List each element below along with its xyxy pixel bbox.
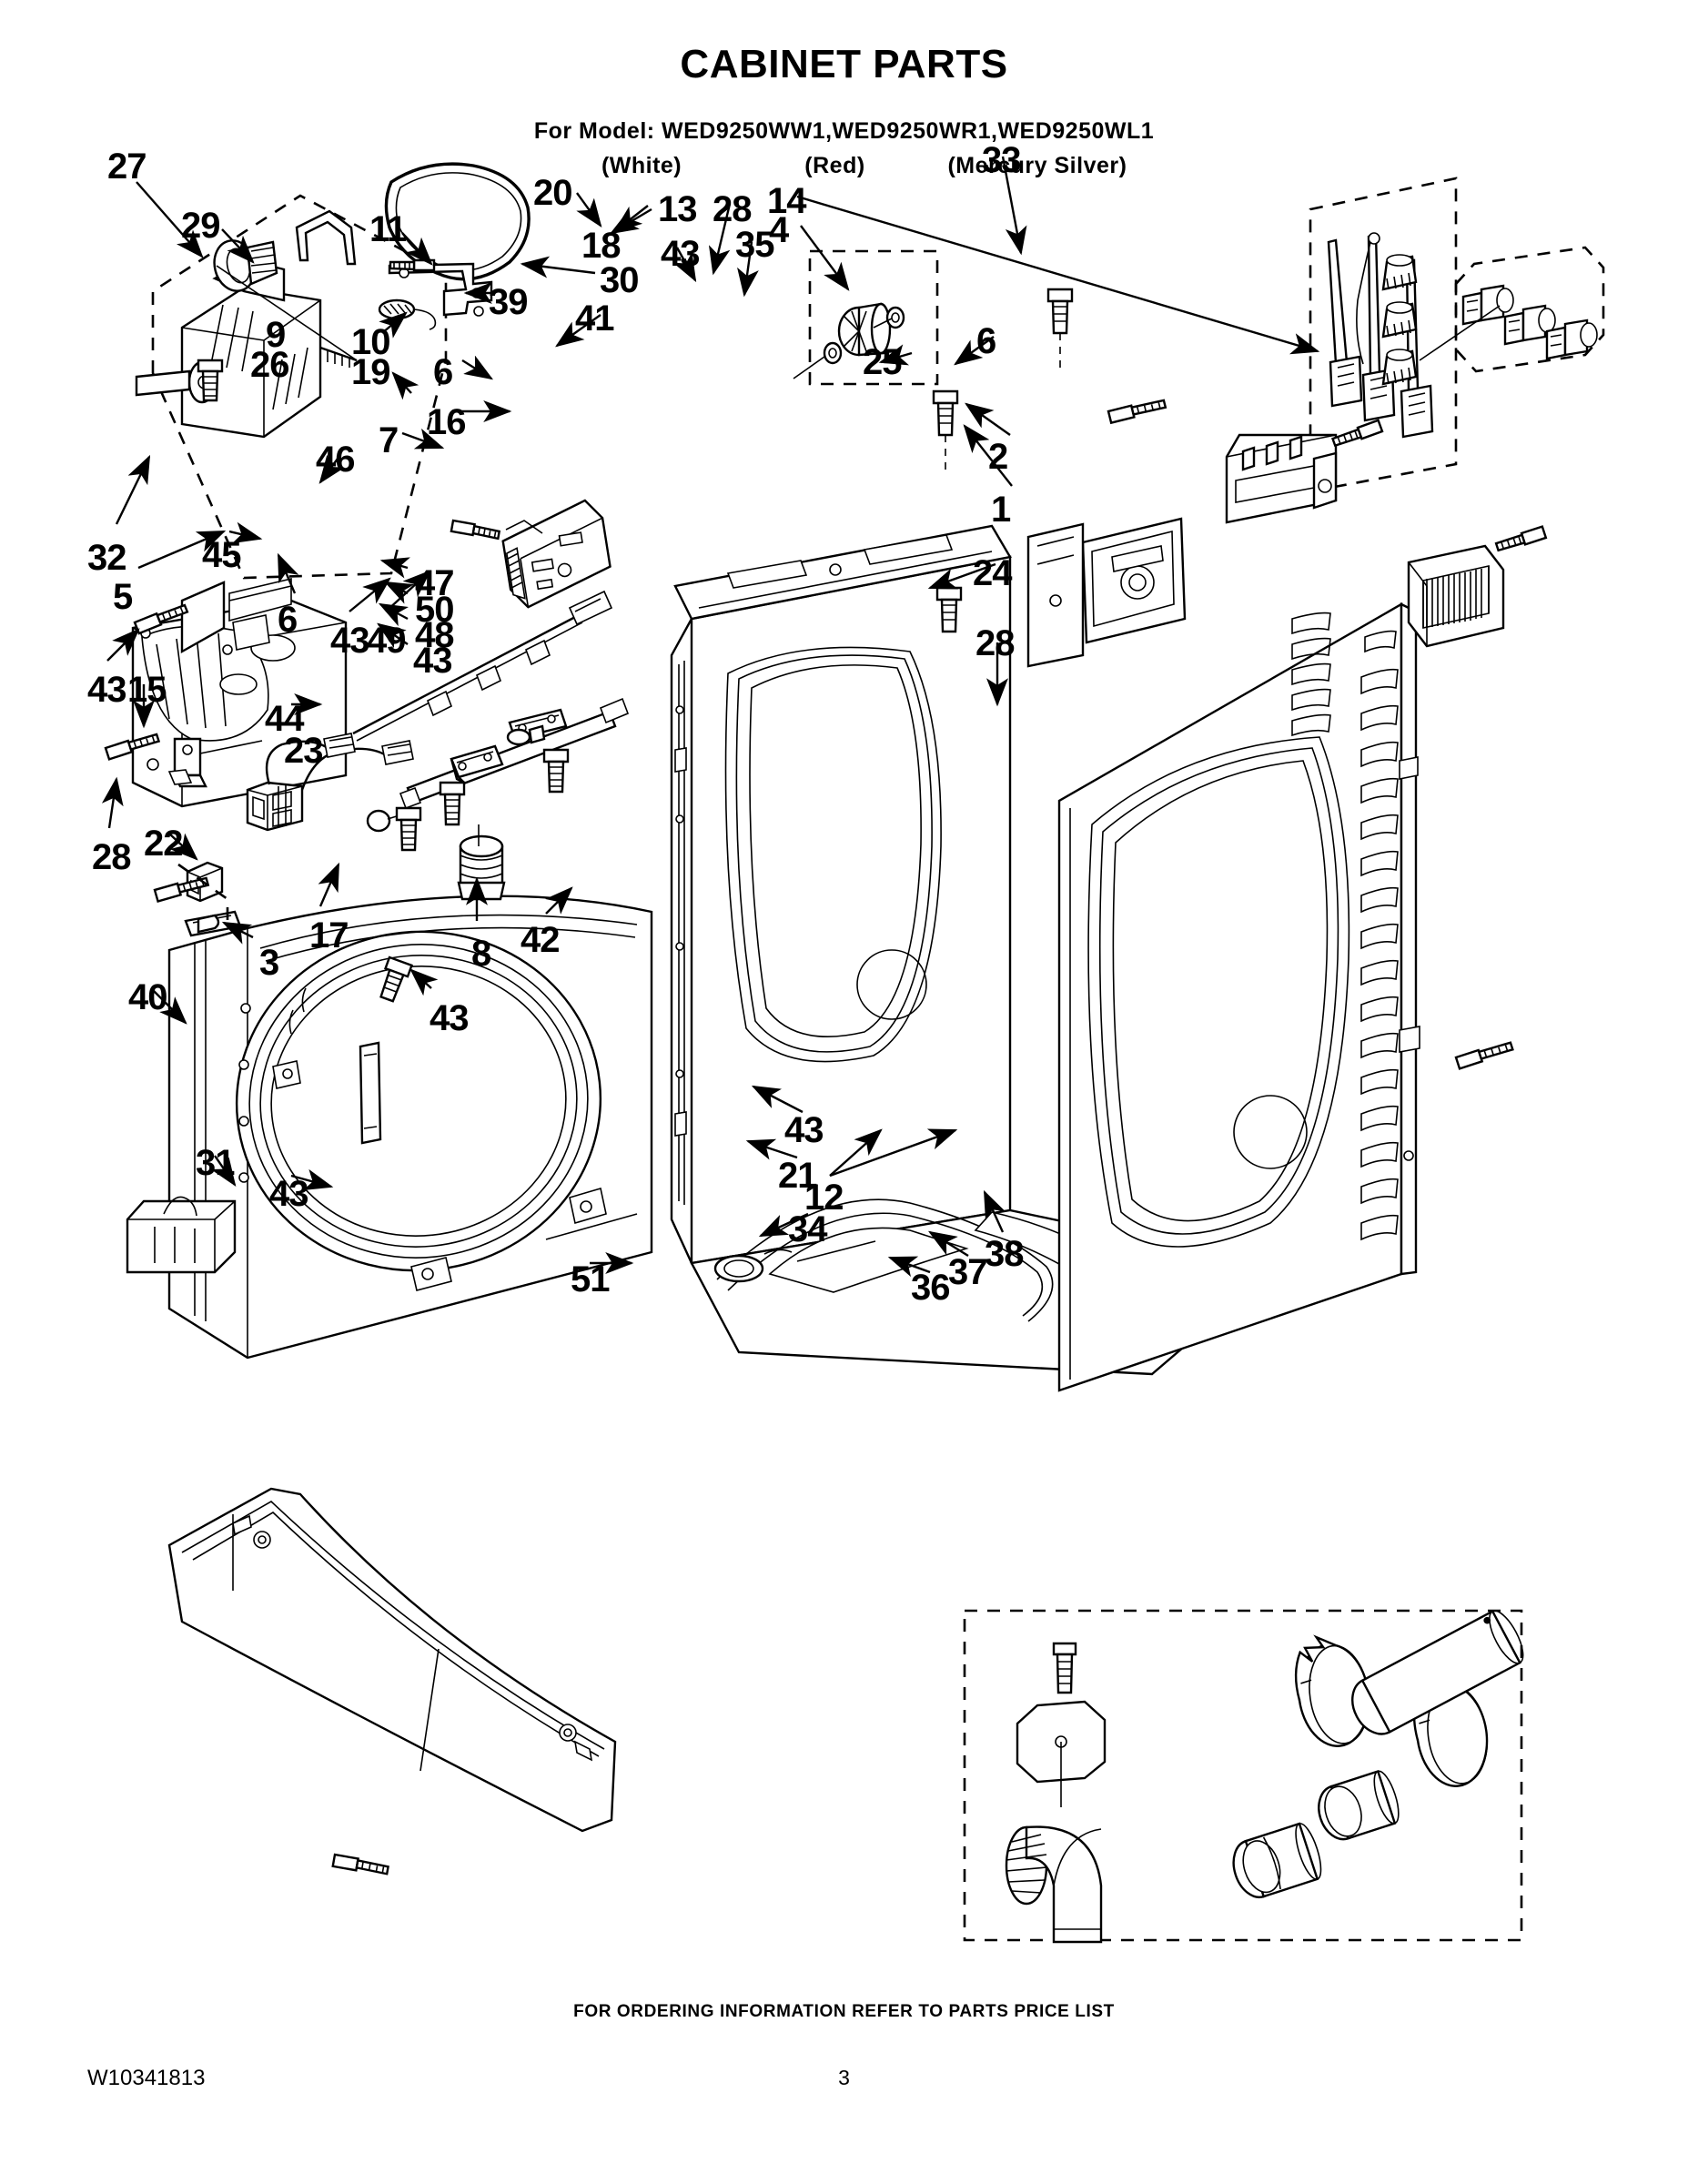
callout-door-switch: 45	[202, 535, 241, 575]
callout-upper-door-hinge: 47	[415, 563, 454, 603]
callout-door-handle: 23	[284, 731, 323, 771]
callout-belt-retainer: 30	[600, 260, 639, 300]
callout-door-strike: 22	[144, 824, 183, 864]
callout-wiring-harness: 46	[316, 440, 355, 480]
model-line: For Model: WED9250WW1,WED9250WR1,WED9250…	[533, 118, 1155, 144]
callout-vent-elbow: 34	[788, 1209, 827, 1249]
callout-drive-motor-assembly: 27	[107, 147, 147, 187]
callout-vent-plug: 12	[804, 1178, 844, 1218]
callout-toe-panel: 40	[128, 977, 167, 1017]
callout-vent-adapter-large: 37	[948, 1252, 987, 1292]
callout-electronic-control-board: 41	[575, 298, 614, 339]
callout-blower-housing: 32	[87, 538, 126, 578]
callout-venting-kit: 51	[571, 1259, 610, 1299]
callout-idler-lever: 19	[351, 352, 390, 392]
callout-hex-screw-6c: 6	[278, 600, 298, 640]
callout-idler-pulley: 18	[581, 226, 621, 266]
callout-vent-cover-plate: 21	[778, 1156, 817, 1196]
callout-hex-screw-43c: 43	[413, 641, 452, 681]
callout-hex-screw-28c: 28	[92, 837, 131, 877]
callout-motor-clamp: 9	[266, 315, 286, 355]
callout-hex-screw-43f: 43	[269, 1174, 308, 1214]
color-white: (White)	[601, 153, 682, 178]
callout-hex-screw-43e: 43	[430, 998, 469, 1038]
callout-terminal-block: 4	[769, 210, 789, 250]
callout-idler-spring: 10	[351, 322, 390, 362]
page-number: 3	[838, 2066, 850, 2089]
callout-wire-connector-kit: 33	[982, 140, 1021, 180]
color-red: (Red)	[804, 153, 865, 178]
callout-idler-assembly: 13	[658, 189, 697, 229]
callout-exhaust-vent-grille: 1	[991, 490, 1011, 530]
document-number: W10341813	[87, 2066, 206, 2090]
callout-door-catch-bracket: 15	[127, 670, 167, 710]
callout-idler-bracket: 39	[489, 282, 528, 322]
callout-lower-door-hinge: 48	[415, 615, 454, 655]
callout-door-switch-harness: 5	[113, 577, 133, 617]
callout-front-bulkhead-bracket: 16	[427, 402, 466, 442]
callout-side-panel: 7	[379, 420, 399, 460]
callout-hex-screw-43a: 43	[661, 234, 700, 274]
callout-rear-panel-bracket: 25	[863, 342, 902, 382]
callout-blower-wheel: 29	[181, 206, 220, 246]
callout-hinge-screw: 49	[367, 621, 406, 661]
callout-vent-adapter-small: 36	[911, 1268, 950, 1308]
callout-leveling-leg-bracket: 31	[196, 1143, 235, 1183]
callout-hex-screw-6b: 6	[976, 321, 996, 361]
ordering-note: FOR ORDERING INFORMATION REFER TO PARTS …	[573, 2002, 1115, 2021]
callout-door-seal: 44	[265, 699, 304, 739]
callout-base-panel: 42	[521, 920, 560, 960]
callout-hinge-pin: 50	[415, 590, 454, 630]
callout-vent-duct: 38	[985, 1234, 1024, 1274]
callout-door-latch: 3	[259, 943, 279, 983]
color-legend: (White) (Red) (Mercury Silver)	[0, 153, 1688, 179]
color-silver: (Mercury Silver)	[947, 153, 1127, 178]
callout-motor-mount-screw: 26	[250, 345, 289, 385]
callout-hex-screw-28b: 28	[975, 623, 1015, 663]
callout-hex-screw-28a: 28	[713, 189, 752, 229]
callout-hex-screw-6a: 6	[433, 352, 453, 392]
callout-rear-panel: 24	[973, 553, 1012, 593]
callout-leveling-leg: 8	[471, 934, 491, 974]
callout-drive-belt: 11	[369, 209, 407, 249]
callout-idler-washer: 20	[533, 173, 572, 213]
callout-wire-harness: 14	[767, 181, 806, 221]
page-title: CABINET PARTS	[680, 42, 1008, 86]
callout-plastic-anchor: 35	[735, 225, 774, 265]
callout-front-panel: 17	[309, 915, 349, 956]
callout-hex-screw-43b: 43	[330, 621, 369, 661]
callout-hex-screw-43g: 43	[784, 1110, 824, 1150]
callout-vent-grille-screw: 2	[988, 437, 1008, 477]
callout-hex-screw-43d: 43	[87, 670, 126, 710]
